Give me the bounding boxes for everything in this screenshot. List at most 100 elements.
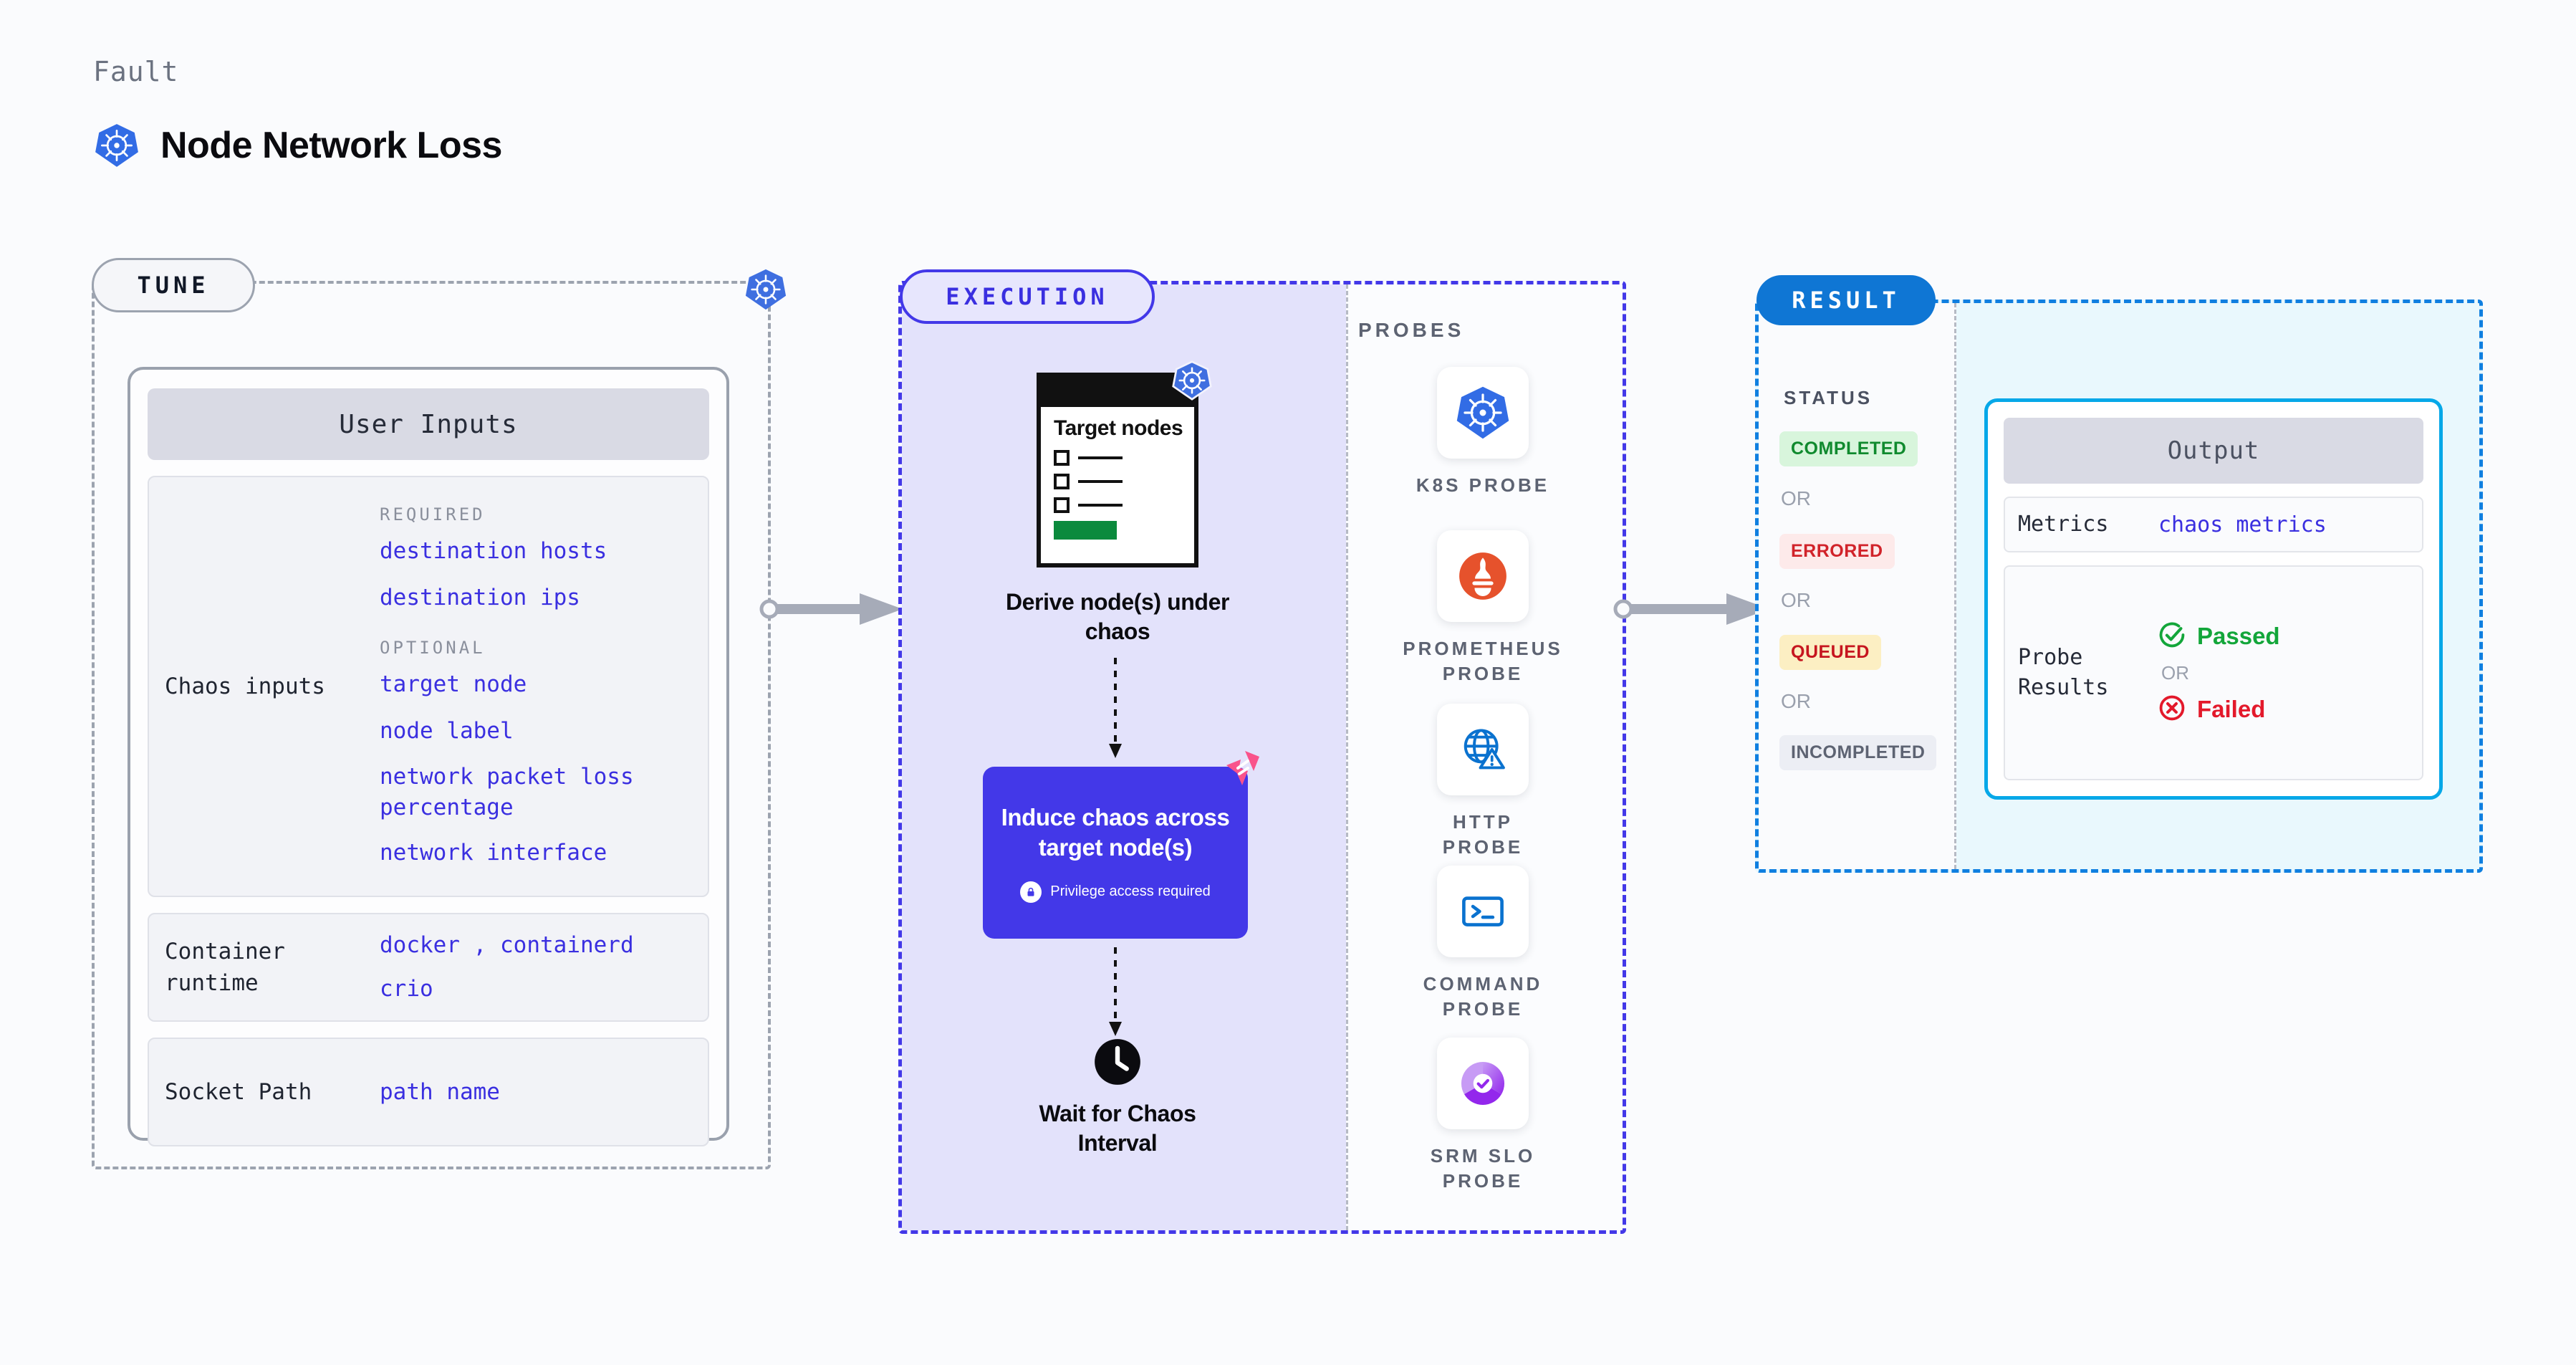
target-nodes-list [1054, 450, 1194, 514]
x-circle-icon [2158, 694, 2186, 725]
clock-icon [1093, 1038, 1142, 1086]
srm-slo-icon [1437, 1038, 1529, 1129]
probe-result-failed: Failed [2158, 694, 2280, 725]
input-node-label[interactable]: node label [380, 717, 514, 744]
flow-arrow-chaos-to-wait [1105, 947, 1126, 1044]
harness-logo-icon [1224, 749, 1261, 787]
wait-interval-caption: Wait for Chaos Interval [1039, 1101, 1196, 1156]
probe-label: HTTP PROBE [1442, 811, 1524, 858]
terminal-icon [1437, 866, 1529, 957]
container-runtime-values: docker , containerd crio [380, 930, 692, 1005]
input-target-node[interactable]: target node [380, 671, 527, 697]
runtime-separator: , [473, 932, 487, 959]
stage-pill-tune[interactable]: TUNE [92, 258, 255, 312]
checkbox-icon [1054, 497, 1070, 514]
probes-title: PROBES [1358, 319, 1465, 341]
result-status-column [1759, 303, 1956, 869]
probe-label: PROMETHEUS PROBE [1403, 638, 1563, 685]
passed-label: Passed [2197, 623, 2280, 649]
failed-label: Failed [2197, 696, 2266, 722]
input-network-packet-loss-percentage[interactable]: network packet loss percentage [380, 764, 634, 821]
target-nodes-card: Target nodes [1037, 360, 1212, 567]
fault-eyebrow-label: Fault [93, 56, 179, 87]
probe-label: COMMAND PROBE [1423, 973, 1543, 1020]
globe-warning-icon [1437, 704, 1529, 795]
status-badge-incompleted: INCOMPLETED [1779, 735, 1937, 770]
flow-arrow-derive-to-chaos [1105, 658, 1126, 765]
input-destination-ips[interactable]: destination ips [380, 585, 580, 611]
derive-nodes-caption: Derive node(s) under chaos [1005, 589, 1230, 644]
line-placeholder [1078, 480, 1123, 484]
checkbox-icon [1054, 450, 1070, 466]
card-topbar [1041, 377, 1194, 407]
probe-srm-slo[interactable]: SRM SLO PROBE [1411, 1038, 1554, 1194]
container-runtime-block: Container runtime docker , containerd cr… [148, 913, 709, 1022]
probe-http[interactable]: HTTP PROBE [1411, 704, 1554, 860]
probe-results-values: Passed OR Failed [2158, 621, 2280, 725]
green-status-bar [1054, 521, 1117, 540]
probe-prometheus[interactable]: PROMETHEUS PROBE [1403, 530, 1560, 686]
or-label-2: OR [1781, 589, 1811, 611]
probe-result-passed: Passed [2158, 621, 2280, 652]
line-placeholder [1078, 456, 1123, 460]
socket-path-label: Socket Path [165, 1078, 312, 1105]
list-item [1054, 497, 1194, 514]
kubernetes-icon [744, 267, 788, 312]
or-label-1: OR [1781, 487, 1811, 509]
execution-probes-divider [1346, 284, 1348, 1230]
socket-path-values: path name [380, 1077, 692, 1108]
runtime-crio[interactable]: crio [380, 976, 433, 1002]
required-group-title: REQUIRED [380, 504, 486, 525]
page-title: Node Network Loss [160, 125, 502, 166]
probe-k8s[interactable]: K8S PROBE [1411, 367, 1554, 498]
probe-command[interactable]: COMMAND PROBE [1411, 866, 1554, 1022]
kubernetes-icon [1437, 367, 1529, 459]
induce-chaos-title: Induce chaos across target node(s) [1001, 804, 1230, 861]
user-inputs-title: User Inputs [148, 388, 709, 460]
socket-path-block: Socket Path path name [148, 1038, 709, 1146]
metrics-row: Metrics chaos metrics [2004, 497, 2423, 552]
probe-results-label: Probe Results [2018, 645, 2109, 700]
lock-icon [1020, 881, 1042, 903]
input-destination-hosts[interactable]: destination hosts [380, 538, 607, 565]
status-badge-queued: QUEUED [1779, 635, 1881, 670]
list-item [1054, 474, 1194, 490]
check-circle-icon [2158, 621, 2186, 652]
probe-label: SRM SLO PROBE [1430, 1145, 1536, 1192]
runtime-containerd[interactable]: containerd [500, 932, 634, 959]
prometheus-icon [1437, 530, 1529, 622]
checkbox-icon [1054, 474, 1070, 490]
status-badge-completed: COMPLETED [1779, 431, 1918, 466]
probe-results-row: Probe Results Passed OR [2004, 565, 2423, 780]
runtime-docker[interactable]: docker [380, 932, 460, 959]
chaos-inputs-label: Chaos inputs [165, 673, 325, 699]
optional-group-title: OPTIONAL [380, 637, 486, 658]
page-title-row: Node Network Loss [93, 122, 502, 169]
privilege-note: Privilege access required [1020, 881, 1211, 903]
induce-chaos-step[interactable]: Induce chaos across target node(s) Privi… [983, 751, 1259, 939]
list-item [1054, 450, 1194, 466]
metrics-value[interactable]: chaos metrics [2158, 512, 2327, 537]
derive-nodes-step: Target nodes Derive node(s) under chaos [989, 360, 1246, 646]
target-nodes-title: Target nodes [1054, 416, 1183, 440]
wait-interval-step: Wait for Chaos Interval [1003, 1038, 1232, 1158]
or-label-3: OR [1781, 690, 1811, 712]
or-label-probe: OR [2161, 661, 2189, 684]
line-placeholder [1078, 504, 1123, 507]
user-inputs-card: User Inputs Chaos inputs REQUIRED destin… [128, 367, 729, 1146]
stage-pill-execution[interactable]: EXECUTION [900, 269, 1155, 324]
chaos-inputs-values: REQUIRED destination hosts destination i… [380, 504, 692, 868]
input-network-interface[interactable]: network interface [380, 839, 607, 866]
status-title: STATUS [1784, 387, 1873, 408]
status-badge-errored: ERRORED [1779, 534, 1895, 569]
probe-label: K8S PROBE [1416, 474, 1550, 496]
chaos-inputs-block: Chaos inputs REQUIRED destination hosts … [148, 476, 709, 897]
output-title: Output [2004, 418, 2423, 484]
socket-path-value[interactable]: path name [380, 1078, 500, 1105]
metrics-label: Metrics [2018, 512, 2109, 537]
privilege-note-text: Privilege access required [1050, 883, 1211, 900]
kubernetes-icon [93, 122, 140, 169]
container-runtime-label: Container runtime [165, 938, 285, 996]
stage-pill-result[interactable]: RESULT [1756, 275, 1936, 325]
kubernetes-icon [1171, 360, 1213, 401]
